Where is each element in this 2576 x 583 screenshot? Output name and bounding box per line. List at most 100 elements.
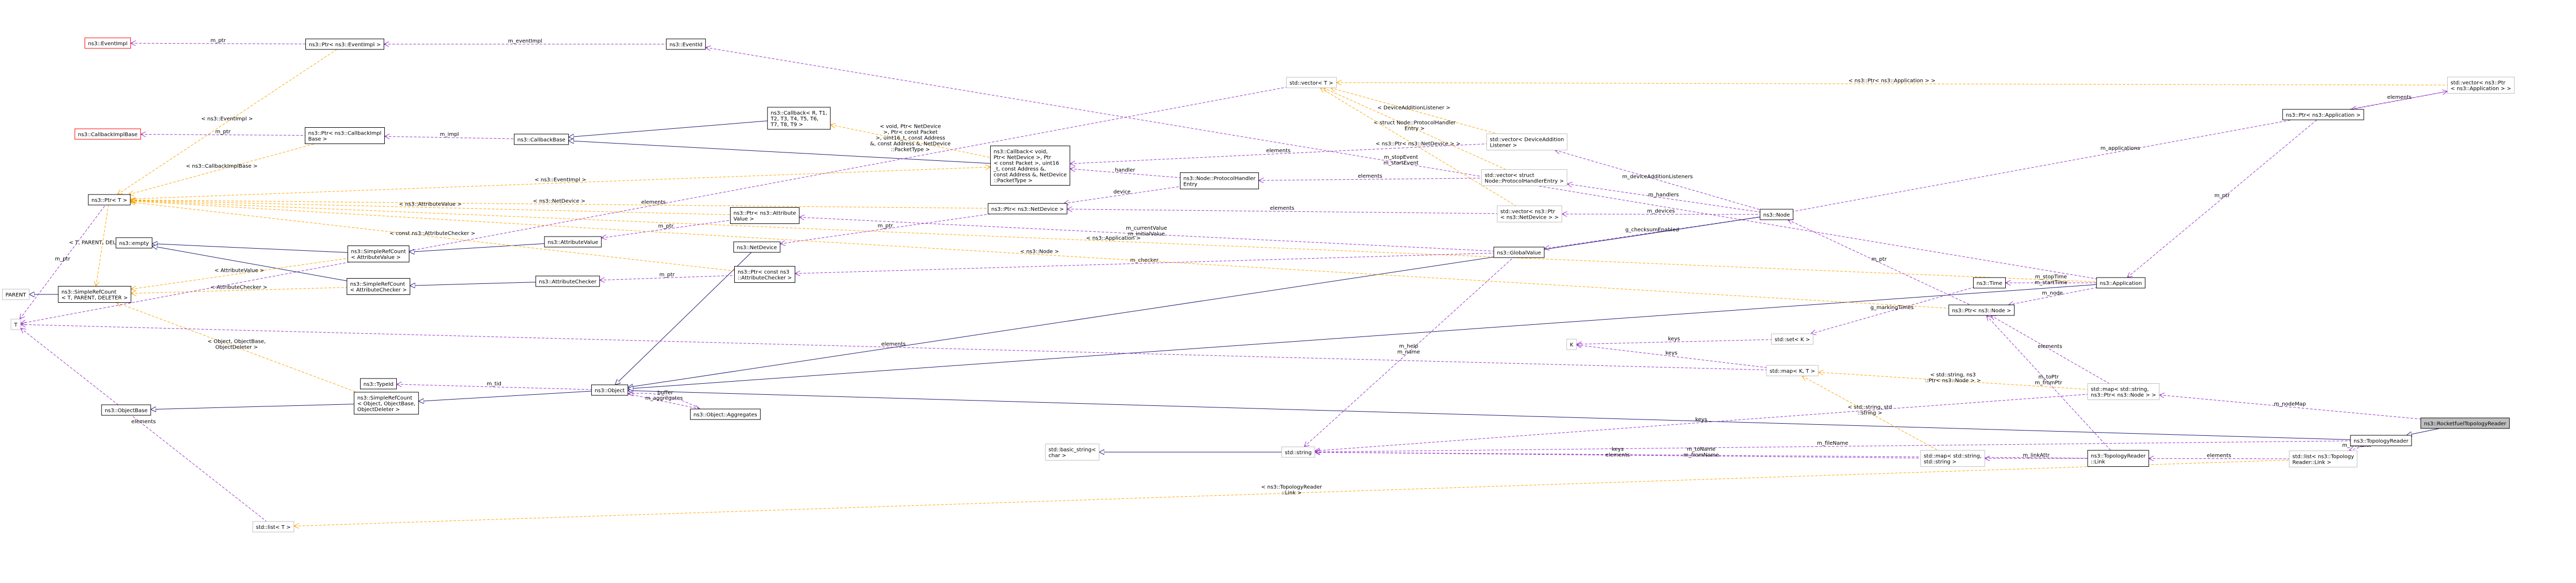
nodes-layer: ns3::RocketfuelTopologyReaderns3::Topolo… [2, 37, 2515, 533]
edge-label: < const ns3::AttributeChecker > [389, 231, 475, 237]
class-box [101, 404, 151, 416]
class-node-list-link[interactable]: std::list< ns3::TopologyReader::Link > [2288, 451, 2358, 467]
edge-label: m_ptr [660, 272, 675, 278]
class-node-objectbase[interactable]: ns3::ObjectBase [101, 404, 151, 416]
class-node-simplerefcount-ac[interactable]: ns3::SimpleRefCount< AttributeChecker > [346, 278, 410, 295]
class-node-callbackbase[interactable]: ns3::CallbackBase [514, 134, 569, 145]
edge-label: &, const Address &, NetDevice [870, 141, 950, 147]
edge-inheritance-objectbase-to-simplerefcount-object [151, 404, 354, 410]
class-node-object[interactable]: ns3::Object [591, 384, 629, 396]
class-node-attributechecker[interactable]: ns3::AttributeChecker [535, 275, 600, 287]
class-node-ptr-callbackimplbase[interactable]: ns3::Ptr< ns3::CallbackImplBase > [304, 127, 385, 144]
class-node-list-t[interactable]: std::list< T > [252, 521, 294, 533]
edge-line [2008, 287, 2097, 305]
class-node-callback-instance[interactable]: ns3::Callback< void, Ptr< NetDevice >, P… [990, 146, 1071, 186]
class-node-ptr-node[interactable]: ns3::Ptr< ns3::Node > [1948, 304, 2015, 316]
class-label-line: ns3::Ptr< ns3::NetDevice > [991, 207, 1064, 212]
class-node-node[interactable]: ns3::Node [1760, 209, 1793, 220]
class-node-vector-t[interactable]: std::vector< T > [1286, 77, 1337, 88]
class-node-k[interactable]: K [1566, 339, 1577, 350]
class-node-netdevice[interactable]: ns3::NetDevice [733, 241, 781, 253]
edge-line [628, 393, 701, 409]
edge-line [1788, 220, 1971, 305]
class-node-protocolhandlerentry[interactable]: ns3::Node::ProtocolHandlerEntry [1179, 172, 1259, 189]
class-label-line: ::Link [2091, 459, 2105, 465]
class-node-vector-dal[interactable]: std::vector< DeviceAdditionListener > [1486, 134, 1567, 150]
edge-usage-t-to-list-t: elements [20, 328, 267, 522]
class-node-application[interactable]: ns3::Application [2096, 277, 2146, 289]
edge-label: ::string > [1857, 410, 1882, 416]
class-node-string[interactable]: std::string [1281, 446, 1315, 458]
class-node-basic-string[interactable]: std::basic_string< char > [1045, 444, 1100, 461]
class-node-topologyreader[interactable]: ns3::TopologyReader [2350, 435, 2412, 446]
edge-label: >, Ptr< const Packet [883, 129, 937, 135]
class-node-empty[interactable]: ns3::empty [116, 237, 152, 249]
edge-label: m_currentValue [1126, 226, 1167, 231]
class-node-attributevalue[interactable]: ns3::AttributeValue [544, 236, 602, 248]
class-node-typeid[interactable]: ns3::TypeId [360, 378, 397, 390]
class-node-simplerefcount-object[interactable]: ns3::SimpleRefCount< Object, ObjectBase,… [354, 392, 419, 415]
class-node-ptr-eventimpl[interactable]: ns3::Ptr< ns3::EventImpl > [305, 38, 384, 50]
class-node-ptr-attributevalue[interactable]: ns3::Ptr< ns3::AttributeValue > [730, 207, 800, 224]
class-node-ptr-application[interactable]: ns3::Ptr< ns3::Application > [2282, 109, 2364, 120]
edge-label: keys [1612, 446, 1624, 452]
edge-label: m_devices [1647, 209, 1675, 214]
class-node-callbackimplbase[interactable]: ns3::CallbackImplBase [74, 128, 141, 140]
edge-label: < Object, ObjectBase, [208, 339, 266, 344]
class-label-line: ns3::Node [1763, 212, 1790, 218]
class-box [2087, 383, 2160, 400]
edge-inheritance-object-to-topologyreader [628, 391, 2351, 440]
class-label-line: ns3::Application [2100, 281, 2142, 287]
class-node-ptr-t[interactable]: ns3::Ptr< T > [88, 194, 131, 206]
edge-label: < void, Ptr< NetDevice [880, 124, 941, 129]
edge-label: m_applications [2100, 146, 2140, 151]
class-box [360, 378, 397, 390]
edge-template-ptr-t-to-ptr-attributevalue: < ns3::AttributeValue > [130, 200, 731, 215]
class-node-vector-phe[interactable]: std::vector< struct Node::ProtocolHandle… [1481, 169, 1567, 186]
edge-line [141, 134, 305, 135]
class-node-vector-ptr-application[interactable]: std::vector< ns3::Ptr< ns3::Application … [2447, 77, 2515, 94]
edge-line [1818, 372, 2088, 390]
class-label-line: < Object, ObjectBase, [357, 401, 416, 407]
class-node-set-k[interactable]: std::set< K > [1771, 333, 1814, 345]
class-box [88, 194, 131, 206]
class-node-link[interactable]: ns3::TopologyReader::Link [2087, 450, 2149, 467]
edge-template-callback-template-to-callback-instance: < void, Ptr< NetDevice >, Ptr< const Pac… [830, 124, 991, 158]
edge-line [385, 136, 515, 139]
edge-line [1990, 315, 2110, 384]
class-node-simplerefcount-t[interactable]: ns3::SimpleRefCount< T, PARENT, DELETER … [58, 286, 131, 303]
class-box [730, 207, 800, 224]
class-node-map-string-ptrnode[interactable]: std::map< std::string, ns3::Ptr< ns3::No… [2087, 383, 2160, 400]
class-node-aggregates[interactable]: ns3::Object::Aggregates [690, 408, 761, 420]
class-node-map-string-string[interactable]: std::map< std::string, std::string > [1920, 450, 1985, 467]
class-node-map-kt[interactable]: std::map< K, T > [1766, 365, 1819, 376]
edge-label: buffer [658, 390, 674, 396]
edge-label: < ns3::EventImpl > [535, 177, 586, 183]
class-node-eventimpl[interactable]: ns3::EventImpl [84, 37, 131, 49]
class-node-globalvalue[interactable]: ns3::GlobalValue [1493, 247, 1545, 258]
class-node-simplerefcount-av[interactable]: ns3::SimpleRefCount< AttributeValue > [347, 246, 409, 262]
class-node-eventid[interactable]: ns3::EventId [666, 38, 706, 50]
edge-inheritance-object-to-node [628, 217, 1760, 387]
edge-usage-ptr-node-to-map-string-ptrnode: elements [1990, 315, 2110, 384]
edge-label: m_eventImpl [508, 38, 542, 44]
edge-usage-callback-instance-to-protocolhandlerentry: handler [1070, 168, 1181, 178]
class-node-rocketfuel[interactable]: ns3::RocketfuelTopologyReader [2420, 417, 2510, 429]
edge-label: < ns3::Application > [1086, 236, 1141, 241]
edge-label: elements [1266, 148, 1290, 154]
class-node-ptr-const-attributechecker[interactable]: ns3::Ptr< const ns3::AttributeChecker > [734, 266, 796, 283]
class-node-callback-template[interactable]: ns3::Callback< R, T1, T2, T3, T4, T5, T6… [767, 107, 831, 130]
class-node-vector-ptr-netdevice[interactable]: std::vector< ns3::Ptr< ns3::NetDevice > … [1496, 206, 1563, 222]
edge-line [152, 244, 348, 253]
edge-line [569, 141, 991, 164]
edge-template-simplerefcount-t-to-simplerefcount-ac: < AttributeChecker > [131, 284, 347, 293]
class-label-line: std::string [1285, 450, 1312, 456]
class-label-line: T [14, 322, 18, 328]
class-node-ptr-netdevice[interactable]: ns3::Ptr< ns3::NetDevice > [988, 203, 1068, 214]
class-box [666, 38, 706, 50]
class-node-parent[interactable]: PARENT [2, 289, 30, 300]
class-node-t[interactable]: T [11, 319, 21, 330]
class-box [1179, 172, 1259, 189]
class-node-time[interactable]: ns3::Time [1973, 277, 2006, 289]
